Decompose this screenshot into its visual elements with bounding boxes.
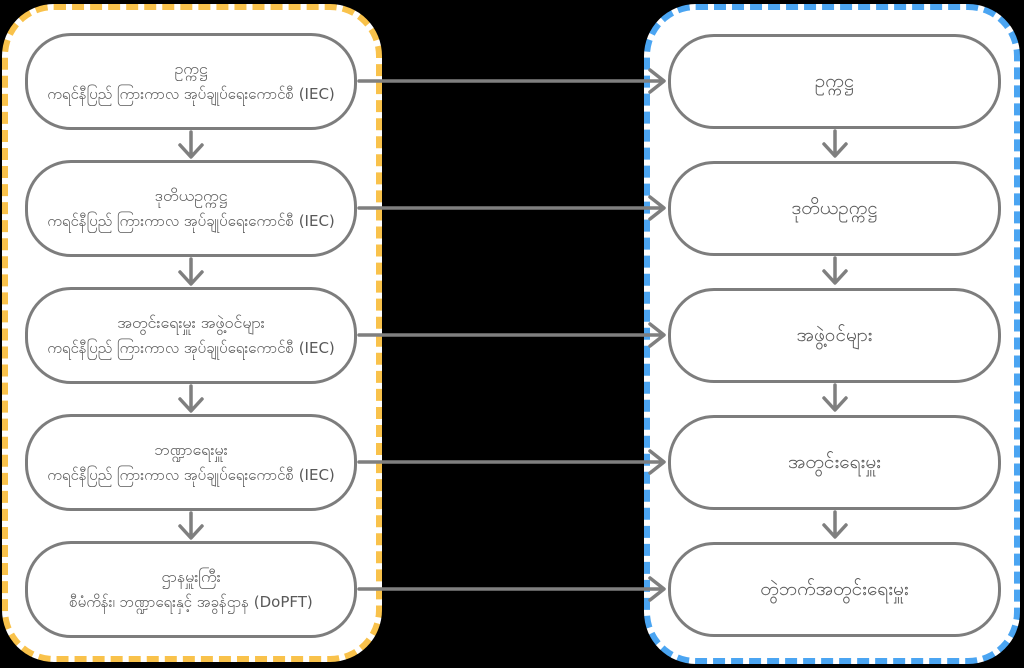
left-node-chairman: ဥက္ကဋ္ဌ ကရင်နီပြည် ကြားကာလ အုပ်ချုပ်ရေးက…: [25, 33, 357, 130]
node-title: ဘဏ္ဍာရေးမှူး: [154, 439, 228, 459]
node-title: အတွင်းရေးမှူး အဖွဲ့ဝင်များ: [117, 312, 265, 332]
node-title: ဌာနမှူးကြီး: [161, 566, 221, 586]
node-title: အတွင်းရေးမှူး: [787, 450, 882, 473]
right-node-vice-chairman: ဒုတိယဥက္ကဋ္ဌ: [668, 161, 1001, 256]
node-title: ဒုတိယဥက္ကဋ္ဌ: [154, 185, 228, 205]
right-arrow-icon: [357, 68, 666, 94]
node-subtitle: ကရင်နီပြည် ကြားကာလ အုပ်ချုပ်ရေးကောင်စီ (…: [47, 466, 335, 485]
left-node-director-general: ဌာနမှူးကြီး စီမံကိန်း၊ ဘဏ္ဍာရေးနှင့် အခွ…: [25, 541, 357, 638]
left-node-vice-chairman: ဒုတိယဥက္ကဋ္ဌ ကရင်နီပြည် ကြားကာလ အုပ်ချုပ…: [25, 160, 357, 257]
node-title: ဥက္ကဋ္ဌ: [814, 69, 855, 92]
left-node-treasurer: ဘဏ္ဍာရေးမှူး ကရင်နီပြည် ကြားကာလ အုပ်ချုပ…: [25, 414, 357, 511]
right-arrow-icon: [357, 195, 666, 221]
node-title: အဖွဲ့ဝင်များ: [796, 323, 873, 346]
right-node-secretary: အတွင်းရေးမှူး: [668, 415, 1001, 510]
node-subtitle: ကရင်နီပြည် ကြားကာလ အုပ်ချုပ်ရေးကောင်စီ (…: [47, 85, 335, 104]
right-node-joint-secretary: တွဲဘက်အတွင်းရေးမှူး: [668, 542, 1001, 637]
node-subtitle: စီမံကိန်း၊ ဘဏ္ဍာရေးနှင့် အခွန်ဌာန (DoPFT…: [69, 593, 313, 612]
node-title: ဒုတိယဥက္ကဋ္ဌ: [791, 196, 878, 219]
right-arrow-icon: [357, 322, 666, 348]
right-node-chairman: ဥက္ကဋ္ဌ: [668, 34, 1001, 129]
left-node-secretary-members: အတွင်းရေးမှူး အဖွဲ့ဝင်များ ကရင်နီပြည် ကြ…: [25, 287, 357, 384]
right-arrow-icon: [357, 576, 666, 602]
node-title: တွဲဘက်အတွင်းရေးမှူး: [760, 577, 909, 600]
right-arrow-icon: [357, 449, 666, 475]
right-node-members: အဖွဲ့ဝင်များ: [668, 288, 1001, 383]
node-subtitle: ကရင်နီပြည် ကြားကာလ အုပ်ချုပ်ရေးကောင်စီ (…: [47, 212, 335, 231]
node-subtitle: ကရင်နီပြည် ကြားကာလ အုပ်ချုပ်ရေးကောင်စီ (…: [47, 339, 335, 358]
node-title: ဥက္ကဋ္ဌ: [174, 58, 208, 78]
